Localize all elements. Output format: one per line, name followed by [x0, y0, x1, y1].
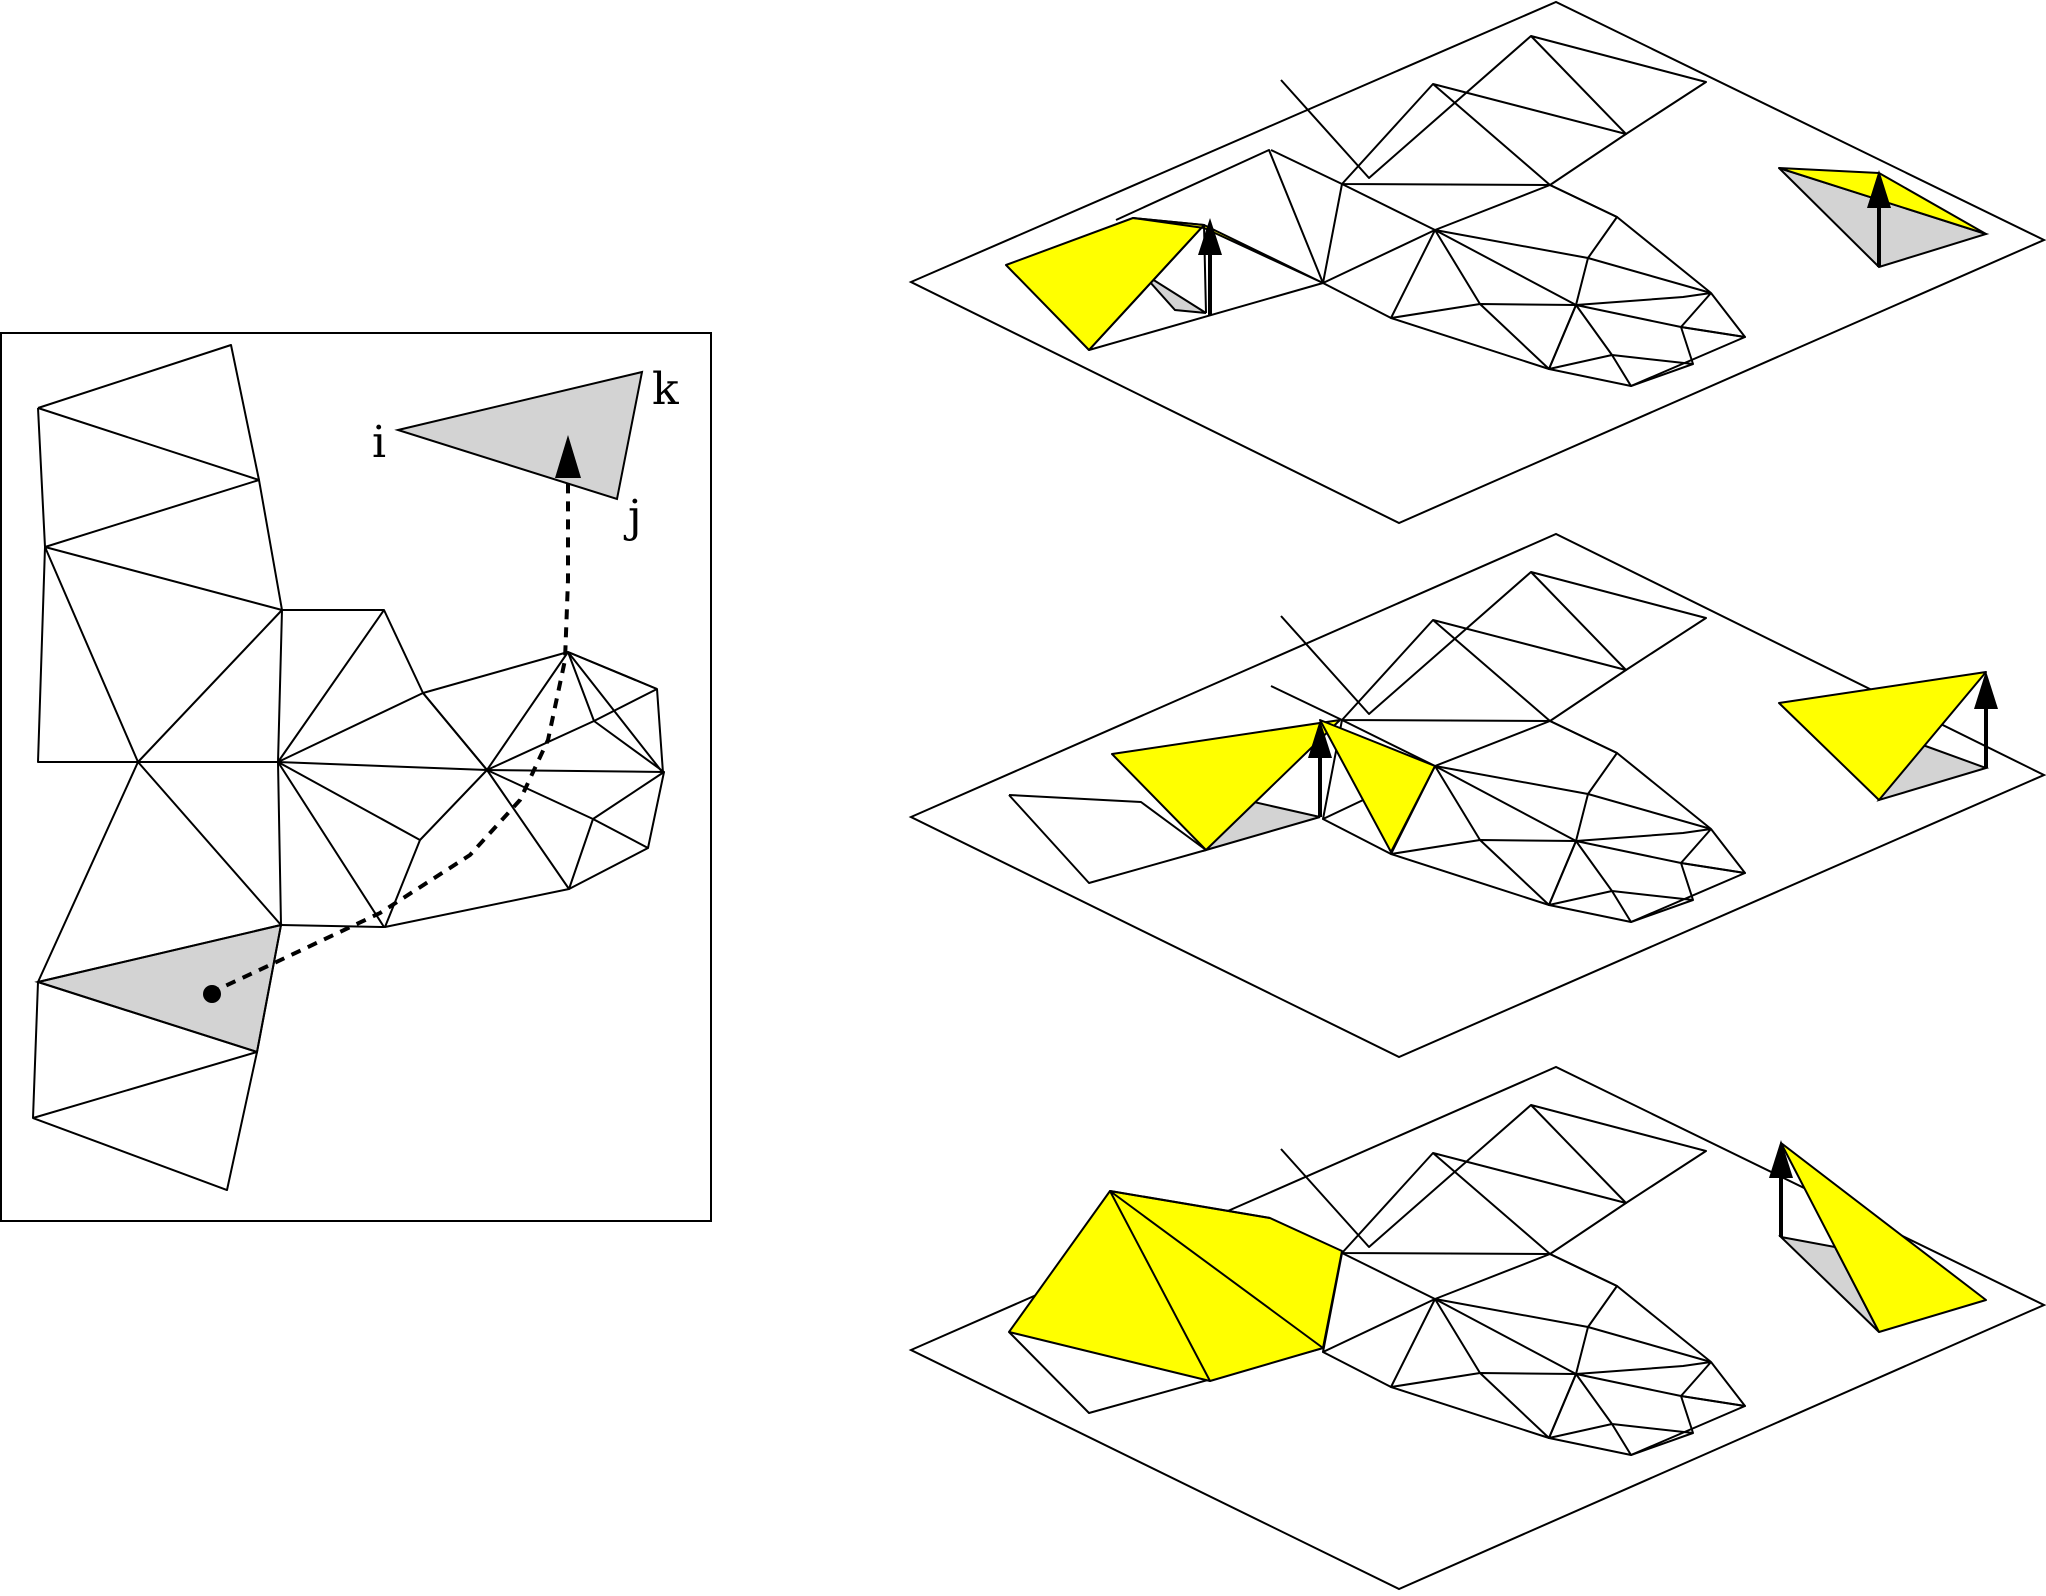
label-j: j — [623, 491, 642, 542]
side-yellow-bottom — [1780, 1142, 1987, 1333]
shaded-face-top — [1140, 271, 1207, 314]
side-yellow-middle — [1778, 671, 1987, 801]
target-triangle-ijk — [394, 370, 644, 501]
bottom-3d-panel — [908, 1065, 2046, 1591]
middle-3d-panel — [908, 532, 2046, 1059]
lifted-yellow-face-4 — [1319, 719, 1436, 853]
plane-middle — [908, 532, 2046, 1059]
label-i: i — [372, 417, 386, 468]
label-k: k — [652, 364, 679, 415]
top-3d-panel — [908, 0, 2046, 525]
panel-frame — [0, 332, 712, 1222]
walk-path — [209, 480, 570, 995]
plane-top — [908, 0, 2046, 525]
path-arrowhead — [555, 435, 581, 478]
start-triangle — [34, 923, 283, 1054]
lifted-yellow-face-2 — [1132, 217, 1324, 284]
plane-bottom — [908, 1065, 2046, 1591]
lifted-yellow-face-3 — [1111, 719, 1341, 851]
planar-mesh — [32, 344, 665, 1191]
lifted-yellow-face-1 — [1005, 217, 1205, 351]
start-point — [203, 985, 221, 1003]
mesh-bottom — [1270, 1104, 1746, 1456]
lifted-yellow-fan — [1008, 1190, 1343, 1382]
left-panel: i k j — [0, 332, 712, 1222]
mesh-top — [1270, 35, 1746, 387]
